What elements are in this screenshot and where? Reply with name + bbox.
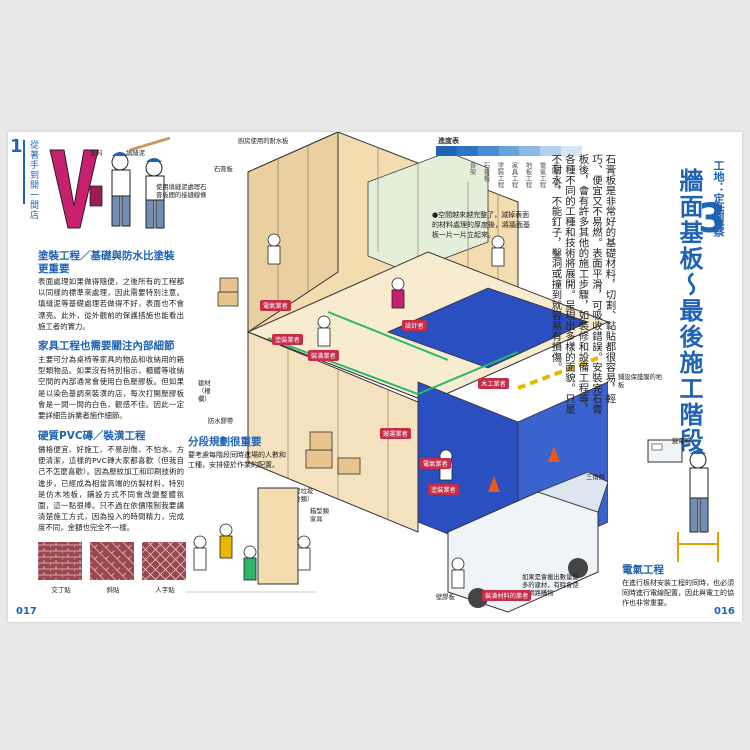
legend-item: 骨架 [468, 162, 476, 175]
tile-swatches [38, 542, 186, 580]
legend-item: 地板工程 [524, 162, 532, 188]
steps-note: ●空間越來越完整了，減掉表面的材料處理的厚度後，將牆面基板一片一片立起來。 [432, 211, 530, 239]
tag-designer: 設計者 [402, 320, 427, 331]
legend-item: 電氣工程 [538, 162, 546, 188]
tag-electric: 電氣業者 [260, 300, 291, 311]
page-number-left: 017 [16, 606, 37, 617]
plan-body: 要考慮每階段同時進場的人數和工種，安排便於作業的配置。 [188, 451, 286, 469]
label-joint-note: 使用填縫泥處理石膏板間的接縫線條 [156, 184, 207, 199]
swatch-herringbone [142, 542, 186, 580]
section-body-paint: 表面處理如果做得隨便，之後所有的工程都以同樣的標準來處理，因此需要特別注意。填縫… [38, 277, 184, 331]
book-spread: 1 從著手到開一間店 塗料 填縫泥 使用填縫泥處理石膏板間的接縫線條 塗裝工程／… [8, 132, 742, 622]
tag-carrier: 搬運業者 [380, 428, 411, 439]
callout-storage: 箱型類家具 [310, 508, 329, 523]
swatch-label-diagonal: 斜貼 [106, 586, 120, 594]
workers-plan-illustration [186, 487, 316, 593]
electric-body: 在進行板材安裝工程的同時，也必須同時進行電線配置，因此與電工的協作也非常重要。 [622, 579, 734, 607]
callout-floor-wrap: 鋪設保護膜的地板 [618, 374, 663, 389]
callout-fire-board: 廚房使用的耐水板 [238, 138, 289, 145]
legend-item: 設備工程 [552, 162, 560, 188]
callout-gypsum: 石膏板 [214, 166, 233, 173]
callout-delivery: 如果是會搬出數量最多的建材，有時會使用網路購物 [522, 574, 579, 597]
callout-wrap: 壁膠板 [436, 594, 455, 601]
tag-paint-2: 塗裝業者 [428, 484, 459, 495]
section-body-pvc: 價格便宜、好施工、不易刮傷、不怕水、方便清潔，這樣的PVC磚大家都喜歡（但我自己… [38, 445, 184, 533]
legend-item: 塗裝工程 [496, 162, 504, 188]
legend-title: 進度表 [438, 137, 459, 145]
callout-site-garbage: 工程垃圾（分類） [288, 488, 314, 503]
legend-item: 石膏板 [482, 162, 490, 182]
callout-timber: 建材（柵欄） [198, 380, 211, 403]
chapter-bar [23, 140, 25, 204]
legend-swatch-4 [498, 146, 520, 156]
label-paint: 塗料 [90, 150, 103, 157]
tag-paint: 塗裝業者 [272, 334, 303, 345]
tag-electric-2: 電氣業者 [420, 458, 451, 469]
section-title-paint: 塗裝工程／基礎與防水比塗裝更重要 [38, 250, 175, 275]
legend-swatch-6 [540, 146, 562, 156]
legend-item: 家具工程 [510, 162, 518, 188]
chapter-number: 1 [10, 136, 23, 157]
legend-swatch-3 [477, 146, 499, 156]
legend-swatch-5 [519, 146, 541, 156]
legend-swatch-7 [561, 146, 583, 156]
swatch-diagonal [90, 542, 134, 580]
legend-swatch-2 [456, 146, 478, 156]
tag-interior: 裝潢業者 [308, 350, 339, 361]
tag-material-supplier: 裝潢材料的業者 [482, 590, 532, 601]
meter-label: 變電箱 [672, 438, 691, 445]
legend-swatch-1 [436, 146, 457, 156]
legend-bar [436, 146, 583, 156]
construction-site-illustration [217, 132, 608, 613]
swatch-label-herringbone: 人字貼 [155, 586, 175, 594]
section-title-furniture: 家具工程也需要關注內部細節 [38, 340, 175, 352]
swatch-staggered [38, 542, 82, 580]
painter-illustration [49, 136, 171, 229]
right-kicker: 工地：定點觀察 [712, 160, 725, 237]
legend-items: 骨架 石膏板 塗裝工程 家具工程 地板工程 電氣工程 設備工程 [468, 162, 560, 188]
chapter-vertical-title: 從著手到開一間店 [28, 140, 38, 220]
page-number-right: 016 [714, 606, 735, 617]
right-body-text: 石膏板是非常好的基礎材料，切割、黏貼都很容易，輕巧、便宜又不易燃。表面平滑，可吸… [549, 154, 616, 414]
callout-protect-tape: 防水膠帶 [208, 418, 234, 425]
plan-title: 分段規劃很重要 [188, 436, 262, 448]
right-section-number: 3 [698, 196, 726, 242]
tag-carpenter: 木工業者 [478, 378, 509, 389]
section-title-pvc: 硬質PVC磚／裝潢工程 [38, 430, 146, 442]
right-chapter-title: 牆面基板～最後施工階段 [675, 168, 703, 454]
section-body-furniture: 主要可分為桌椅等家具的物品和收納用的箱型類物品。如果沒有特別指示，櫃體等收納空間… [38, 355, 184, 421]
electric-title: 電氣工程 [622, 564, 664, 576]
label-putty: 填縫泥 [126, 150, 145, 157]
callout-cone: 三角錐 [586, 474, 605, 481]
swatch-label-staggered: 交丁貼 [51, 586, 71, 594]
electrician-illustration [647, 439, 719, 562]
